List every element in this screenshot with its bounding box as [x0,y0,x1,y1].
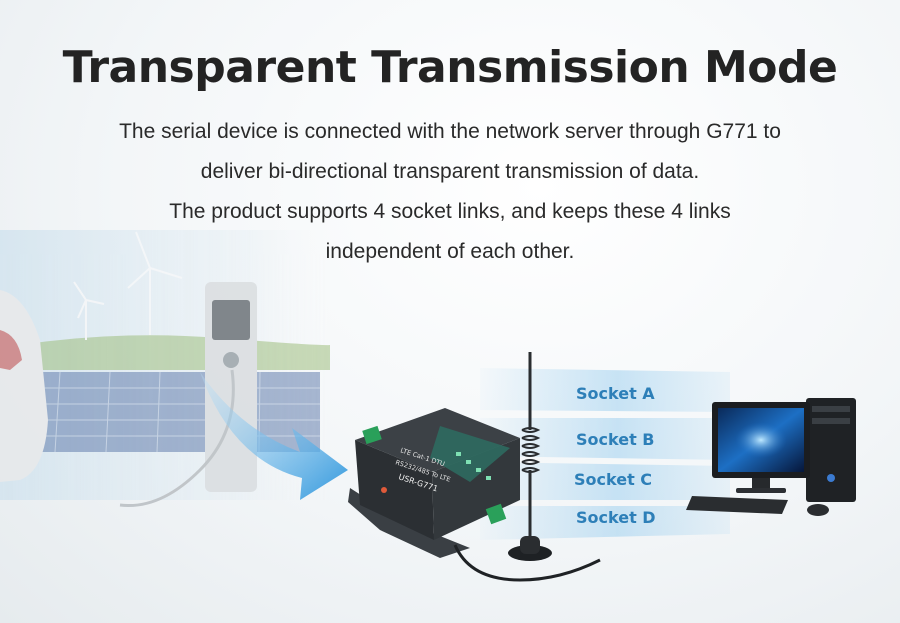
description-line: independent of each other. [325,240,575,263]
description-line: The serial device is connected with the … [119,120,781,143]
socket-d-label: Socket D [576,508,656,527]
description: The serial device is connected with the … [60,112,840,272]
page-title: Transparent Transmission Mode [62,42,838,93]
socket-c-label: Socket C [574,470,653,489]
ev-charger-icon [205,282,257,492]
arrow-to-device-icon [200,372,348,500]
socket-a-label: Socket A [576,384,655,403]
antenna-icon [508,352,552,561]
computer-icon [686,398,856,516]
description-line: The product supports 4 socket links, and… [169,200,731,223]
socket-beams [480,368,730,540]
wind-turbine-icon [73,231,183,340]
socket-b-label: Socket B [576,430,655,449]
dtu-device [348,408,601,582]
description-line: deliver bi-directional transparent trans… [200,160,700,183]
